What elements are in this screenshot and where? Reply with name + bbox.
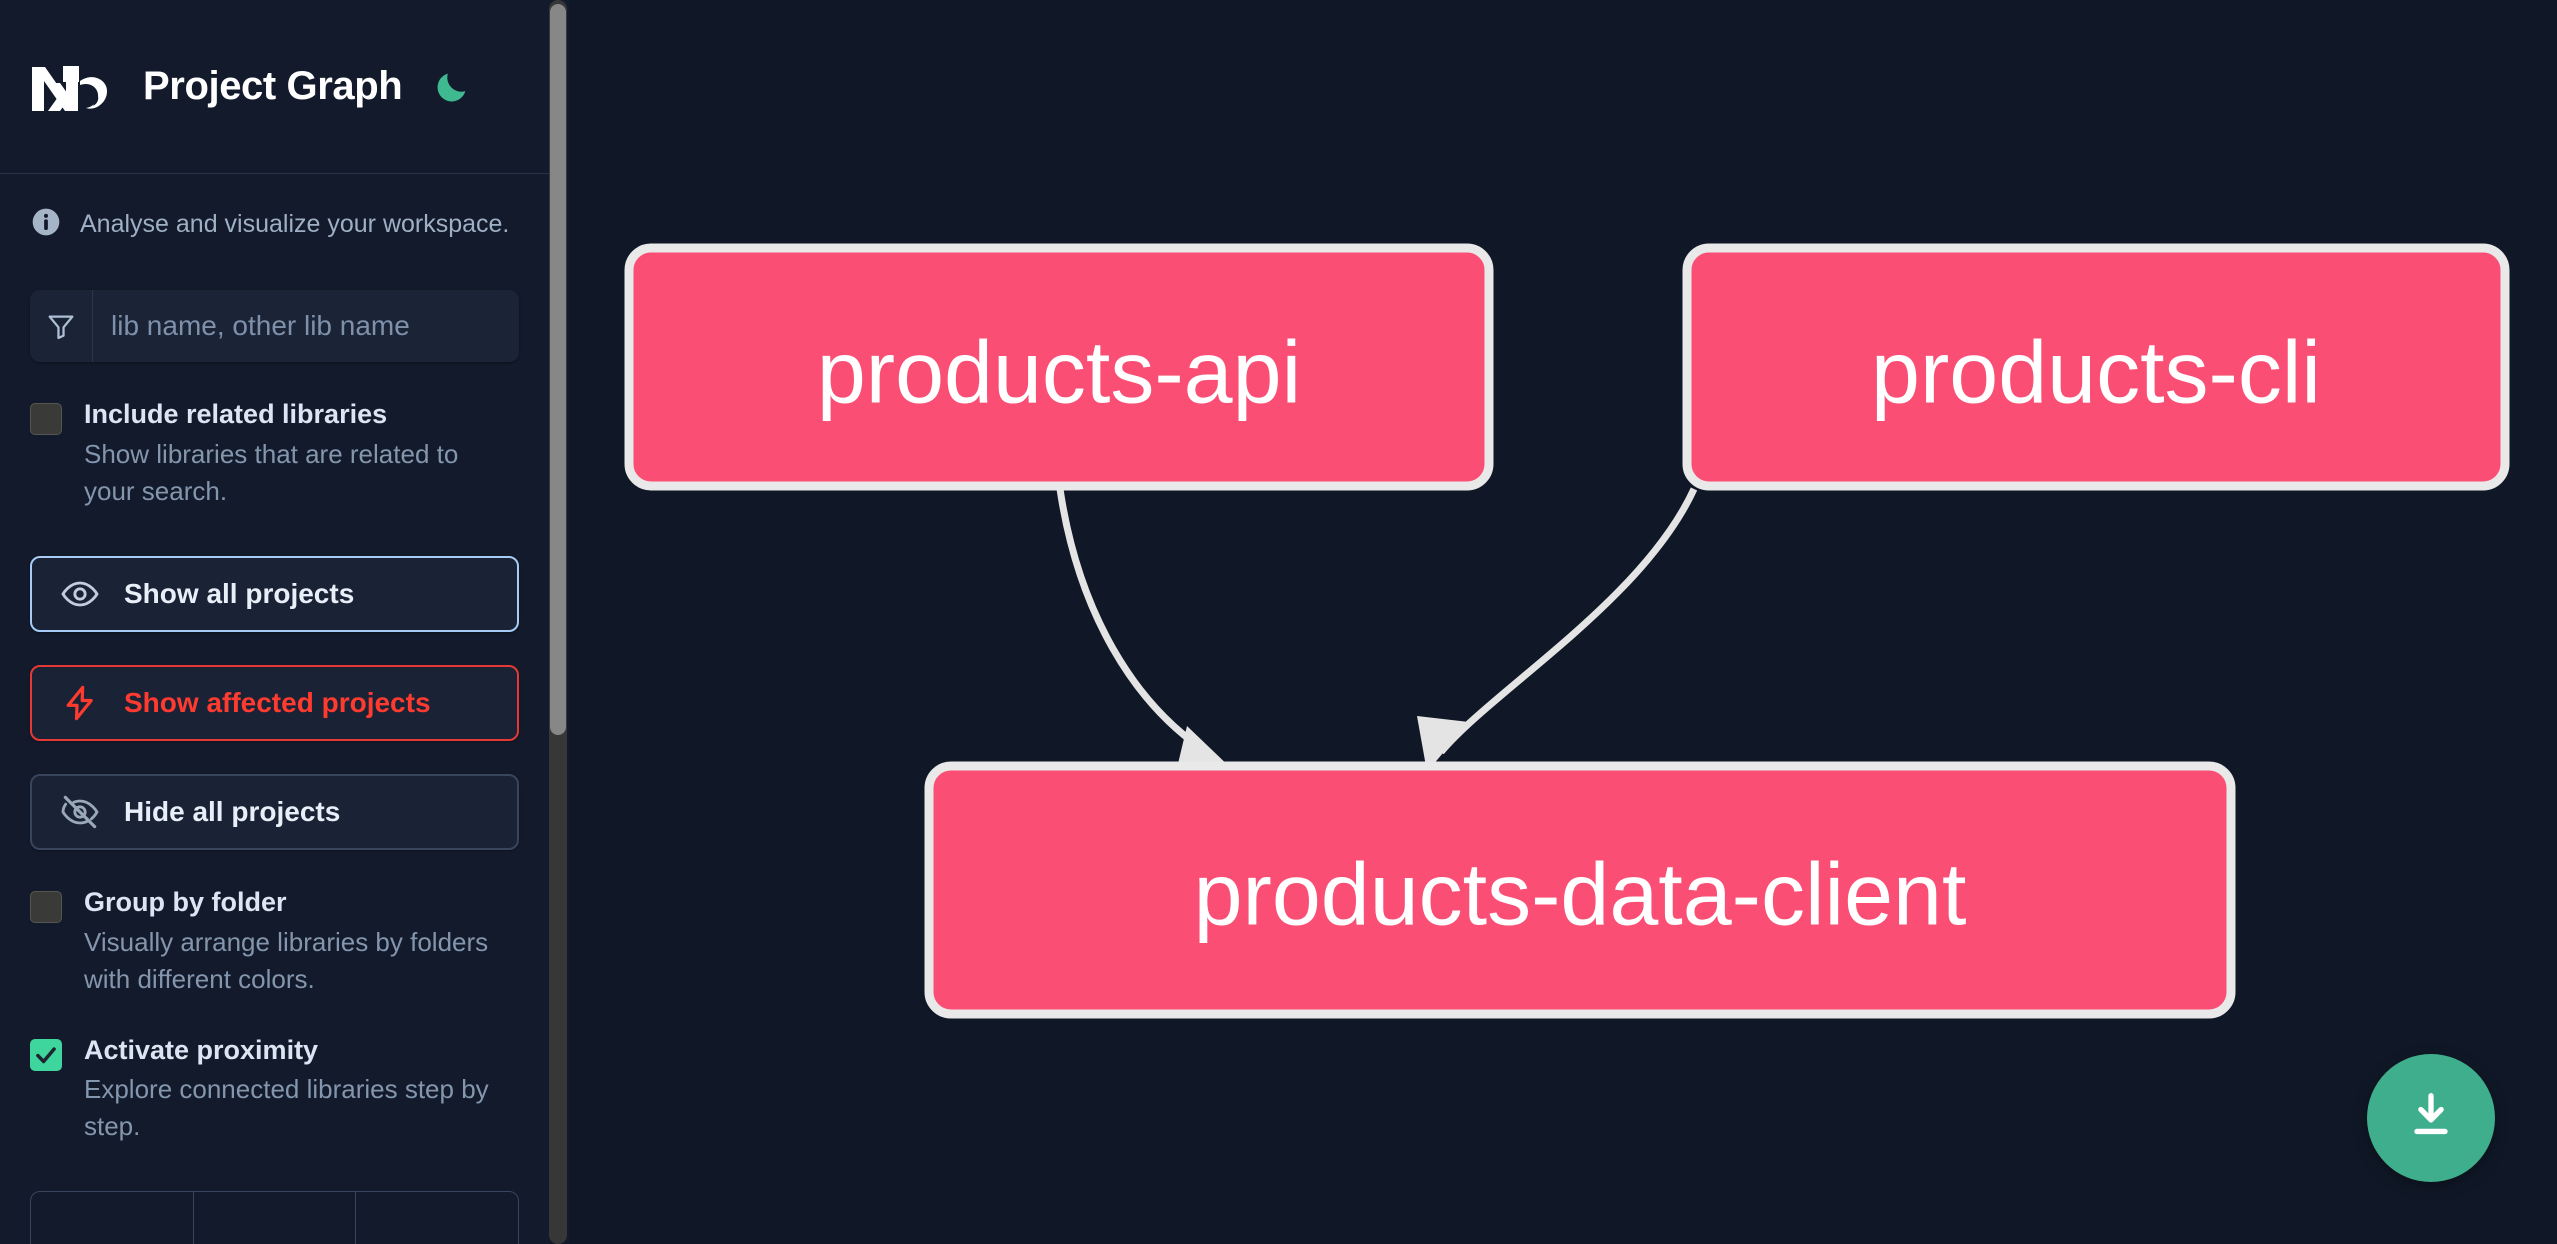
download-icon bbox=[2402, 1087, 2460, 1150]
nx-logo-icon bbox=[30, 61, 116, 113]
eye-icon bbox=[60, 574, 104, 614]
graph-edges bbox=[1056, 487, 1698, 772]
page-title: Project Graph bbox=[143, 64, 403, 108]
node-label: products-api bbox=[817, 323, 1301, 422]
sidebar: Project Graph Analyse and visualize yo bbox=[0, 0, 573, 1244]
workspace-info: Analyse and visualize your workspace. bbox=[0, 174, 549, 274]
option-description: Visually arrange libraries by folders wi… bbox=[84, 926, 489, 994]
segment-1[interactable] bbox=[31, 1192, 194, 1244]
option-description: Explore connected libraries step by step… bbox=[84, 1074, 489, 1142]
option-label: Include related libraries bbox=[84, 399, 388, 429]
group-by-folder-checkbox[interactable] bbox=[30, 890, 62, 923]
sidebar-scrollbar-thumb[interactable] bbox=[550, 4, 566, 735]
eye-off-icon bbox=[60, 792, 104, 832]
option-include-related-libraries[interactable]: Include related libraries Show libraries… bbox=[30, 398, 519, 510]
option-description: Show libraries that are related to your … bbox=[84, 438, 459, 506]
workspace-info-text: Analyse and visualize your workspace. bbox=[80, 209, 510, 238]
hide-all-projects-button[interactable]: Hide all projects bbox=[30, 773, 519, 850]
project-graph-svg: products-api products-cli products-data-… bbox=[624, 243, 2510, 1019]
edge-products-cli-to-products-data-client bbox=[1438, 487, 1698, 755]
sidebar-body: Include related libraries Show libraries… bbox=[0, 290, 549, 1244]
download-graph-button[interactable] bbox=[2367, 1054, 2495, 1182]
graph-canvas[interactable]: products-api products-cli products-data-… bbox=[573, 0, 2557, 1244]
option-label: Group by folder bbox=[84, 886, 287, 917]
segment-2[interactable] bbox=[194, 1192, 357, 1244]
segment-3[interactable] bbox=[356, 1192, 518, 1244]
edge-products-api-to-products-data-client bbox=[1056, 488, 1212, 757]
search-field[interactable] bbox=[30, 290, 519, 362]
sidebar-edge bbox=[569, 0, 573, 1244]
show-all-projects-button[interactable]: Show all projects bbox=[30, 555, 519, 632]
graph-node-products-cli: products-cli bbox=[1682, 243, 2510, 491]
lightning-bolt-icon bbox=[60, 683, 104, 723]
search-input[interactable] bbox=[93, 290, 519, 362]
node-label: products-cli bbox=[1871, 323, 2321, 422]
sidebar-header: Project Graph bbox=[0, 0, 549, 174]
button-label: Hide all projects bbox=[124, 795, 341, 827]
segmented-control[interactable] bbox=[30, 1191, 519, 1244]
include-related-libraries-checkbox[interactable] bbox=[30, 403, 62, 435]
activate-proximity-checkbox[interactable] bbox=[30, 1038, 62, 1071]
option-label: Activate proximity bbox=[84, 1034, 319, 1065]
edge-arrowhead bbox=[1417, 716, 1469, 772]
sidebar-scrollbar-track[interactable] bbox=[549, 0, 567, 1244]
node-label: products-data-client bbox=[1194, 845, 1967, 944]
option-group-by-folder[interactable]: Group by folder Visually arrange librari… bbox=[30, 886, 519, 998]
button-label: Show all projects bbox=[124, 577, 355, 609]
option-activate-proximity[interactable]: Activate proximity Explore connected lib… bbox=[30, 1034, 519, 1146]
info-circle-icon bbox=[30, 206, 62, 243]
project-actions: Show all projects Show affected projects bbox=[30, 555, 519, 850]
filter-funnel-icon bbox=[30, 290, 93, 362]
show-affected-projects-button[interactable]: Show affected projects bbox=[30, 664, 519, 741]
moon-icon[interactable] bbox=[432, 67, 472, 107]
graph-node-products-api: products-api bbox=[624, 243, 1494, 491]
button-label: Show affected projects bbox=[124, 686, 431, 718]
edge-arrowhead bbox=[1177, 726, 1235, 772]
graph-node-products-data-client: products-data-client bbox=[924, 761, 2236, 1019]
